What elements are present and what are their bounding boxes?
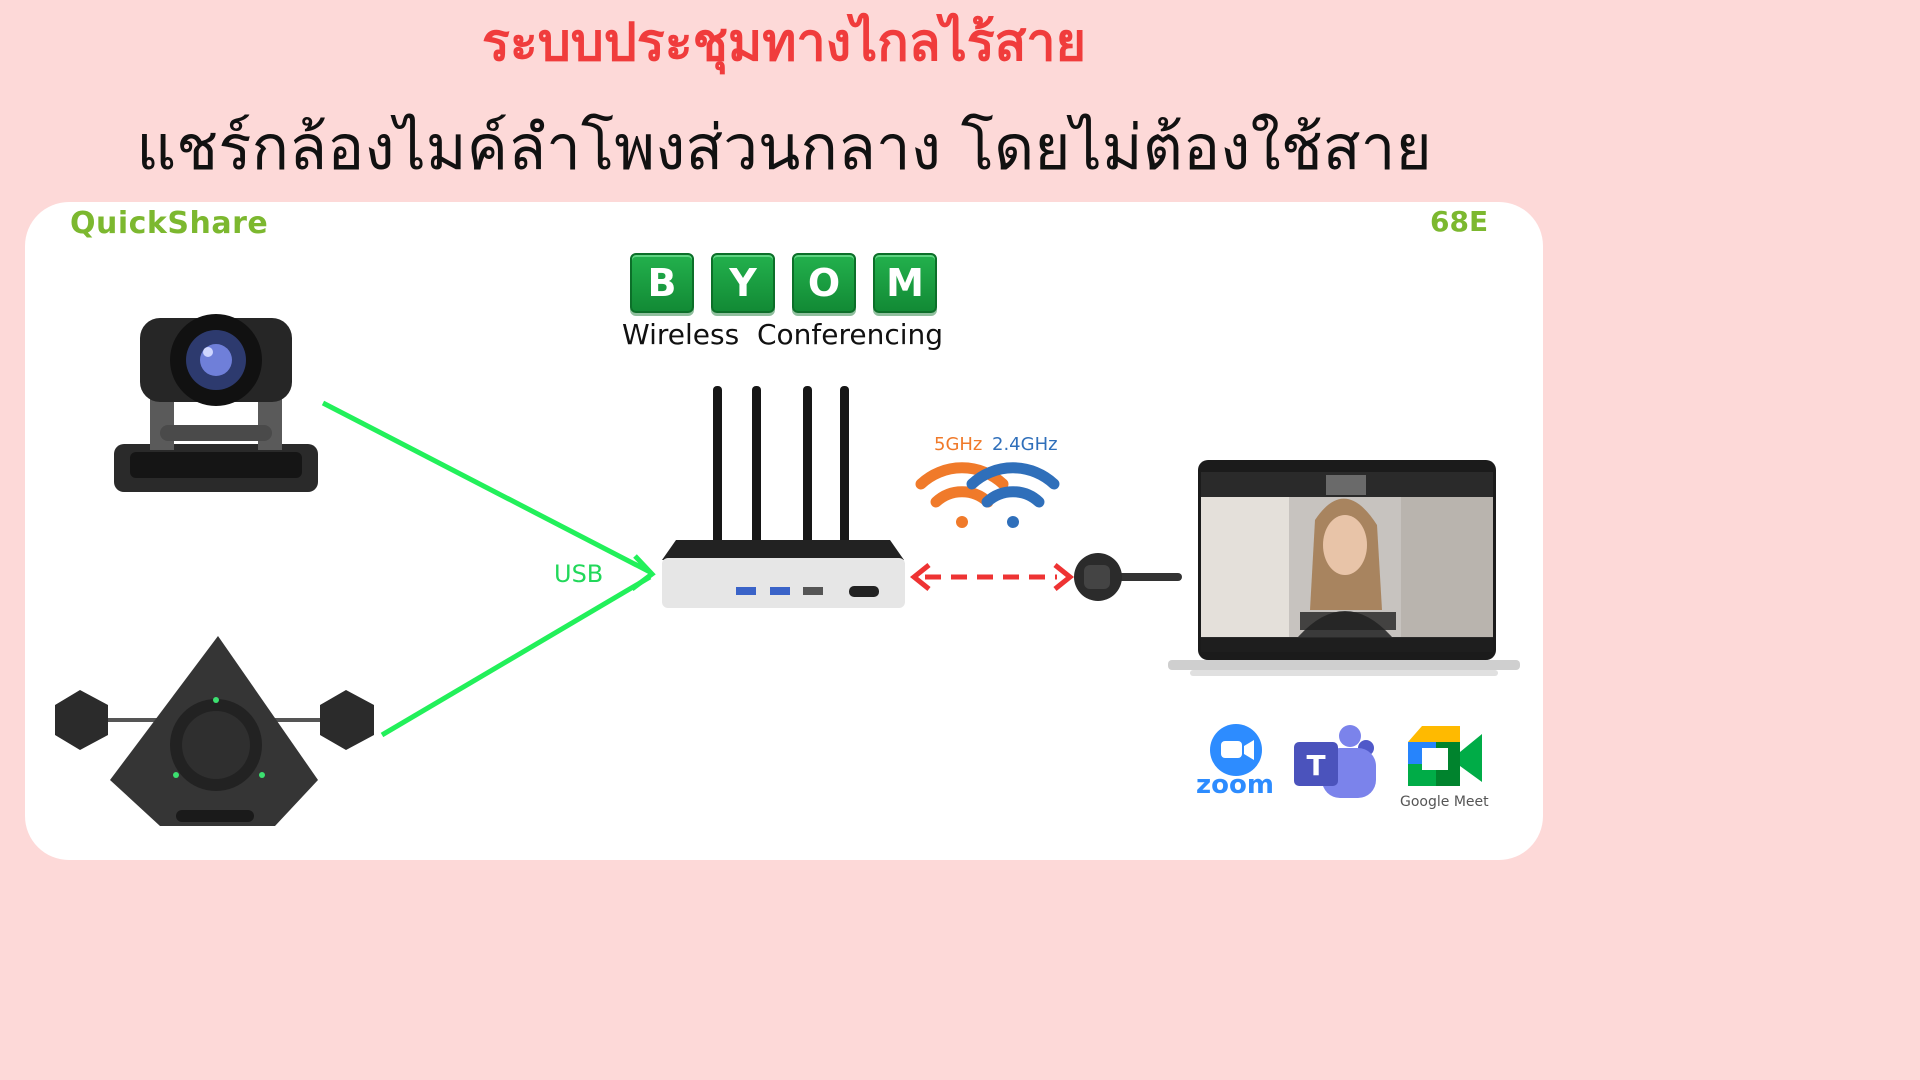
speakerphone-icon	[55, 636, 374, 826]
zoom-label: zoom	[1196, 770, 1274, 800]
wireless-base-unit	[662, 386, 905, 608]
byom-tiles: B Y O M	[630, 253, 937, 313]
band-24ghz-label: 2.4GHz	[992, 434, 1058, 455]
google-meet-icon	[1408, 726, 1482, 786]
byom-subtitle: Wireless Conferencing	[622, 318, 944, 351]
model-label: 68E	[1430, 205, 1489, 238]
usb-dongle-icon	[1074, 553, 1182, 601]
byom-tile-m: M	[873, 253, 937, 313]
byom-tile-y: Y	[711, 253, 775, 313]
google-meet-label: Google Meet	[1400, 794, 1489, 810]
ptz-camera-icon	[114, 314, 318, 492]
band-5ghz-label: 5GHz	[934, 434, 983, 455]
zoom-icon	[1210, 724, 1262, 776]
wifi-24ghz-icon	[966, 462, 1060, 528]
usb-connection-lines	[321, 400, 656, 738]
quickshare-logo: QuickShare	[70, 206, 269, 241]
teams-icon: T	[1294, 725, 1376, 798]
teams-letter: T	[1306, 749, 1325, 782]
wireless-link-arrow	[909, 563, 1075, 591]
title-top: ระบบประชุมทางไกลไร้สาย	[481, 13, 1087, 73]
diagram-graphics: T	[55, 314, 1520, 826]
byom-tile-o: O	[792, 253, 856, 313]
byom-tile-b: B	[630, 253, 694, 313]
title-main: แชร์กล้องไมค์ลำโพงส่วนกลาง โดยไม่ต้องใช้…	[136, 111, 1432, 184]
usb-label: USB	[554, 560, 604, 588]
laptop-icon	[1168, 460, 1520, 676]
wifi-5ghz-icon	[915, 462, 1009, 528]
